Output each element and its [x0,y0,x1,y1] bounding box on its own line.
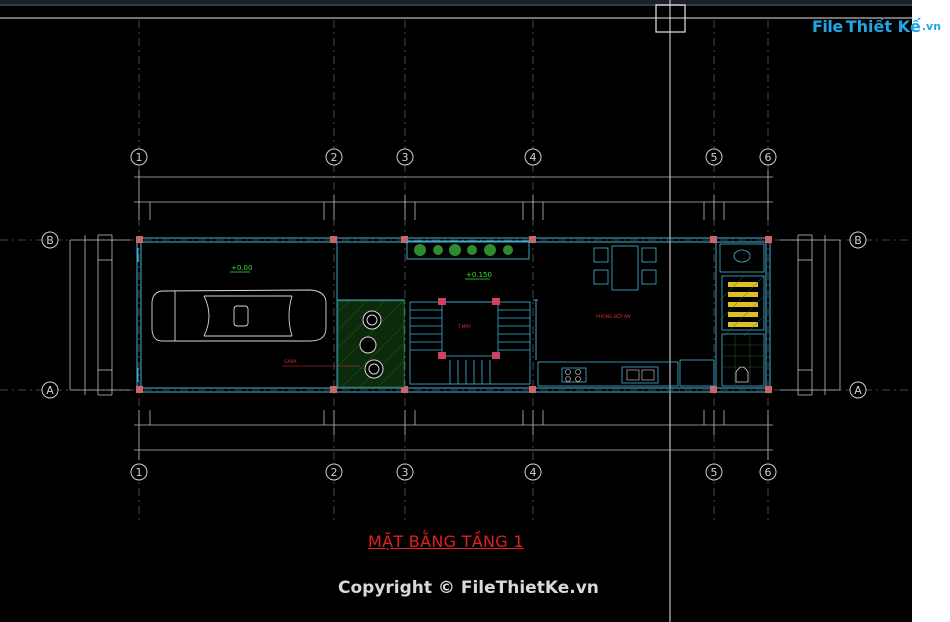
axis-bubble-2-bottom: 2 [325,463,343,481]
axis-label-5: 5 [711,151,718,164]
stair-label: T.MÁY [457,323,471,330]
axis-label-6: 6 [765,466,772,479]
dimension-lines [69,170,841,460]
shower-grid [722,334,764,386]
logo-domain-text: .vn [921,19,942,33]
axis-label-1: 1 [136,466,143,479]
stove-burners [565,369,655,382]
axis-label-a: A [46,384,54,397]
axis-bubble-a-right: A [849,381,867,399]
axis-bubble-6-top: 6 [759,148,777,166]
water-tanks [359,310,384,379]
level-marker-garage: +0.00 [230,264,252,273]
level-marker-living: +0.150 [465,271,492,280]
axis-label-4: 4 [530,466,537,479]
kitchen-label: PHÒNG BẾP ĂN [596,312,630,320]
axis-bubble-b-left: B [41,231,59,249]
planter-plants [414,244,513,256]
axis-label-b: B [854,234,862,247]
axis-bubbles: 1 2 3 4 5 6 1 2 3 4 5 6 B A B A [41,148,867,481]
car-outline [151,289,327,342]
axis-bubble-1-bottom: 1 [130,463,148,481]
logo-brand-text: Thiết Kế [845,16,921,36]
level-living-text: +0.150 [466,271,492,279]
axis-label-2: 2 [331,151,338,164]
structural-columns [136,236,772,393]
level-garage-text: +0.00 [231,264,252,272]
axis-label-4: 4 [530,151,537,164]
axis-label-6: 6 [765,151,772,164]
floor-plan-drawing[interactable]: 1 2 3 4 5 6 1 2 3 4 5 6 B A B A [0,0,912,622]
bathroom [719,243,765,387]
copyright-watermark: Copyright © FileThietKe.vn [338,578,599,598]
window-top-divider [0,4,912,6]
axis-label-1: 1 [136,151,143,164]
toilet-icon [735,366,749,383]
crosshair-pickbox [655,4,686,33]
axis-bubble-1-top: 1 [130,148,148,166]
axis-label-a: A [854,384,862,397]
logo-file-text: File [812,16,843,36]
interior-walls [137,242,717,388]
planter-box [406,240,530,260]
axis-bubble-5-bottom: 5 [705,463,723,481]
plan-title: MẶT BẰNG TẦNG 1 [368,532,524,551]
axis-bubble-5-top: 5 [705,148,723,166]
bath-hatch [719,275,765,337]
garden-hatch-pattern [337,300,405,388]
exterior-walls [136,237,771,393]
garage-label: GARA [284,359,298,365]
kitchen-counter [537,359,715,387]
bath-tiles [728,282,758,327]
axis-bubble-2-top: 2 [325,148,343,166]
axis-bubble-4-top: 4 [524,148,542,166]
axis-bubble-6-bottom: 6 [759,463,777,481]
axis-label-3: 3 [402,466,409,479]
stair-columns [438,298,500,359]
right-edge-panel [912,0,950,622]
axis-label-b: B [46,234,54,247]
staircase [409,301,531,385]
dining-table [593,245,657,291]
axis-label-5: 5 [711,466,718,479]
window-top-bar [0,0,912,4]
axis-bubble-b-right: B [849,231,867,249]
axis-bubble-a-left: A [41,381,59,399]
axis-bubble-3-bottom: 3 [396,463,414,481]
axis-label-3: 3 [402,151,409,164]
axis-bubble-3-top: 3 [396,148,414,166]
axis-bubble-4-bottom: 4 [524,463,542,481]
axis-label-2: 2 [331,466,338,479]
site-logo: File Thiết Kế .vn [812,12,941,40]
